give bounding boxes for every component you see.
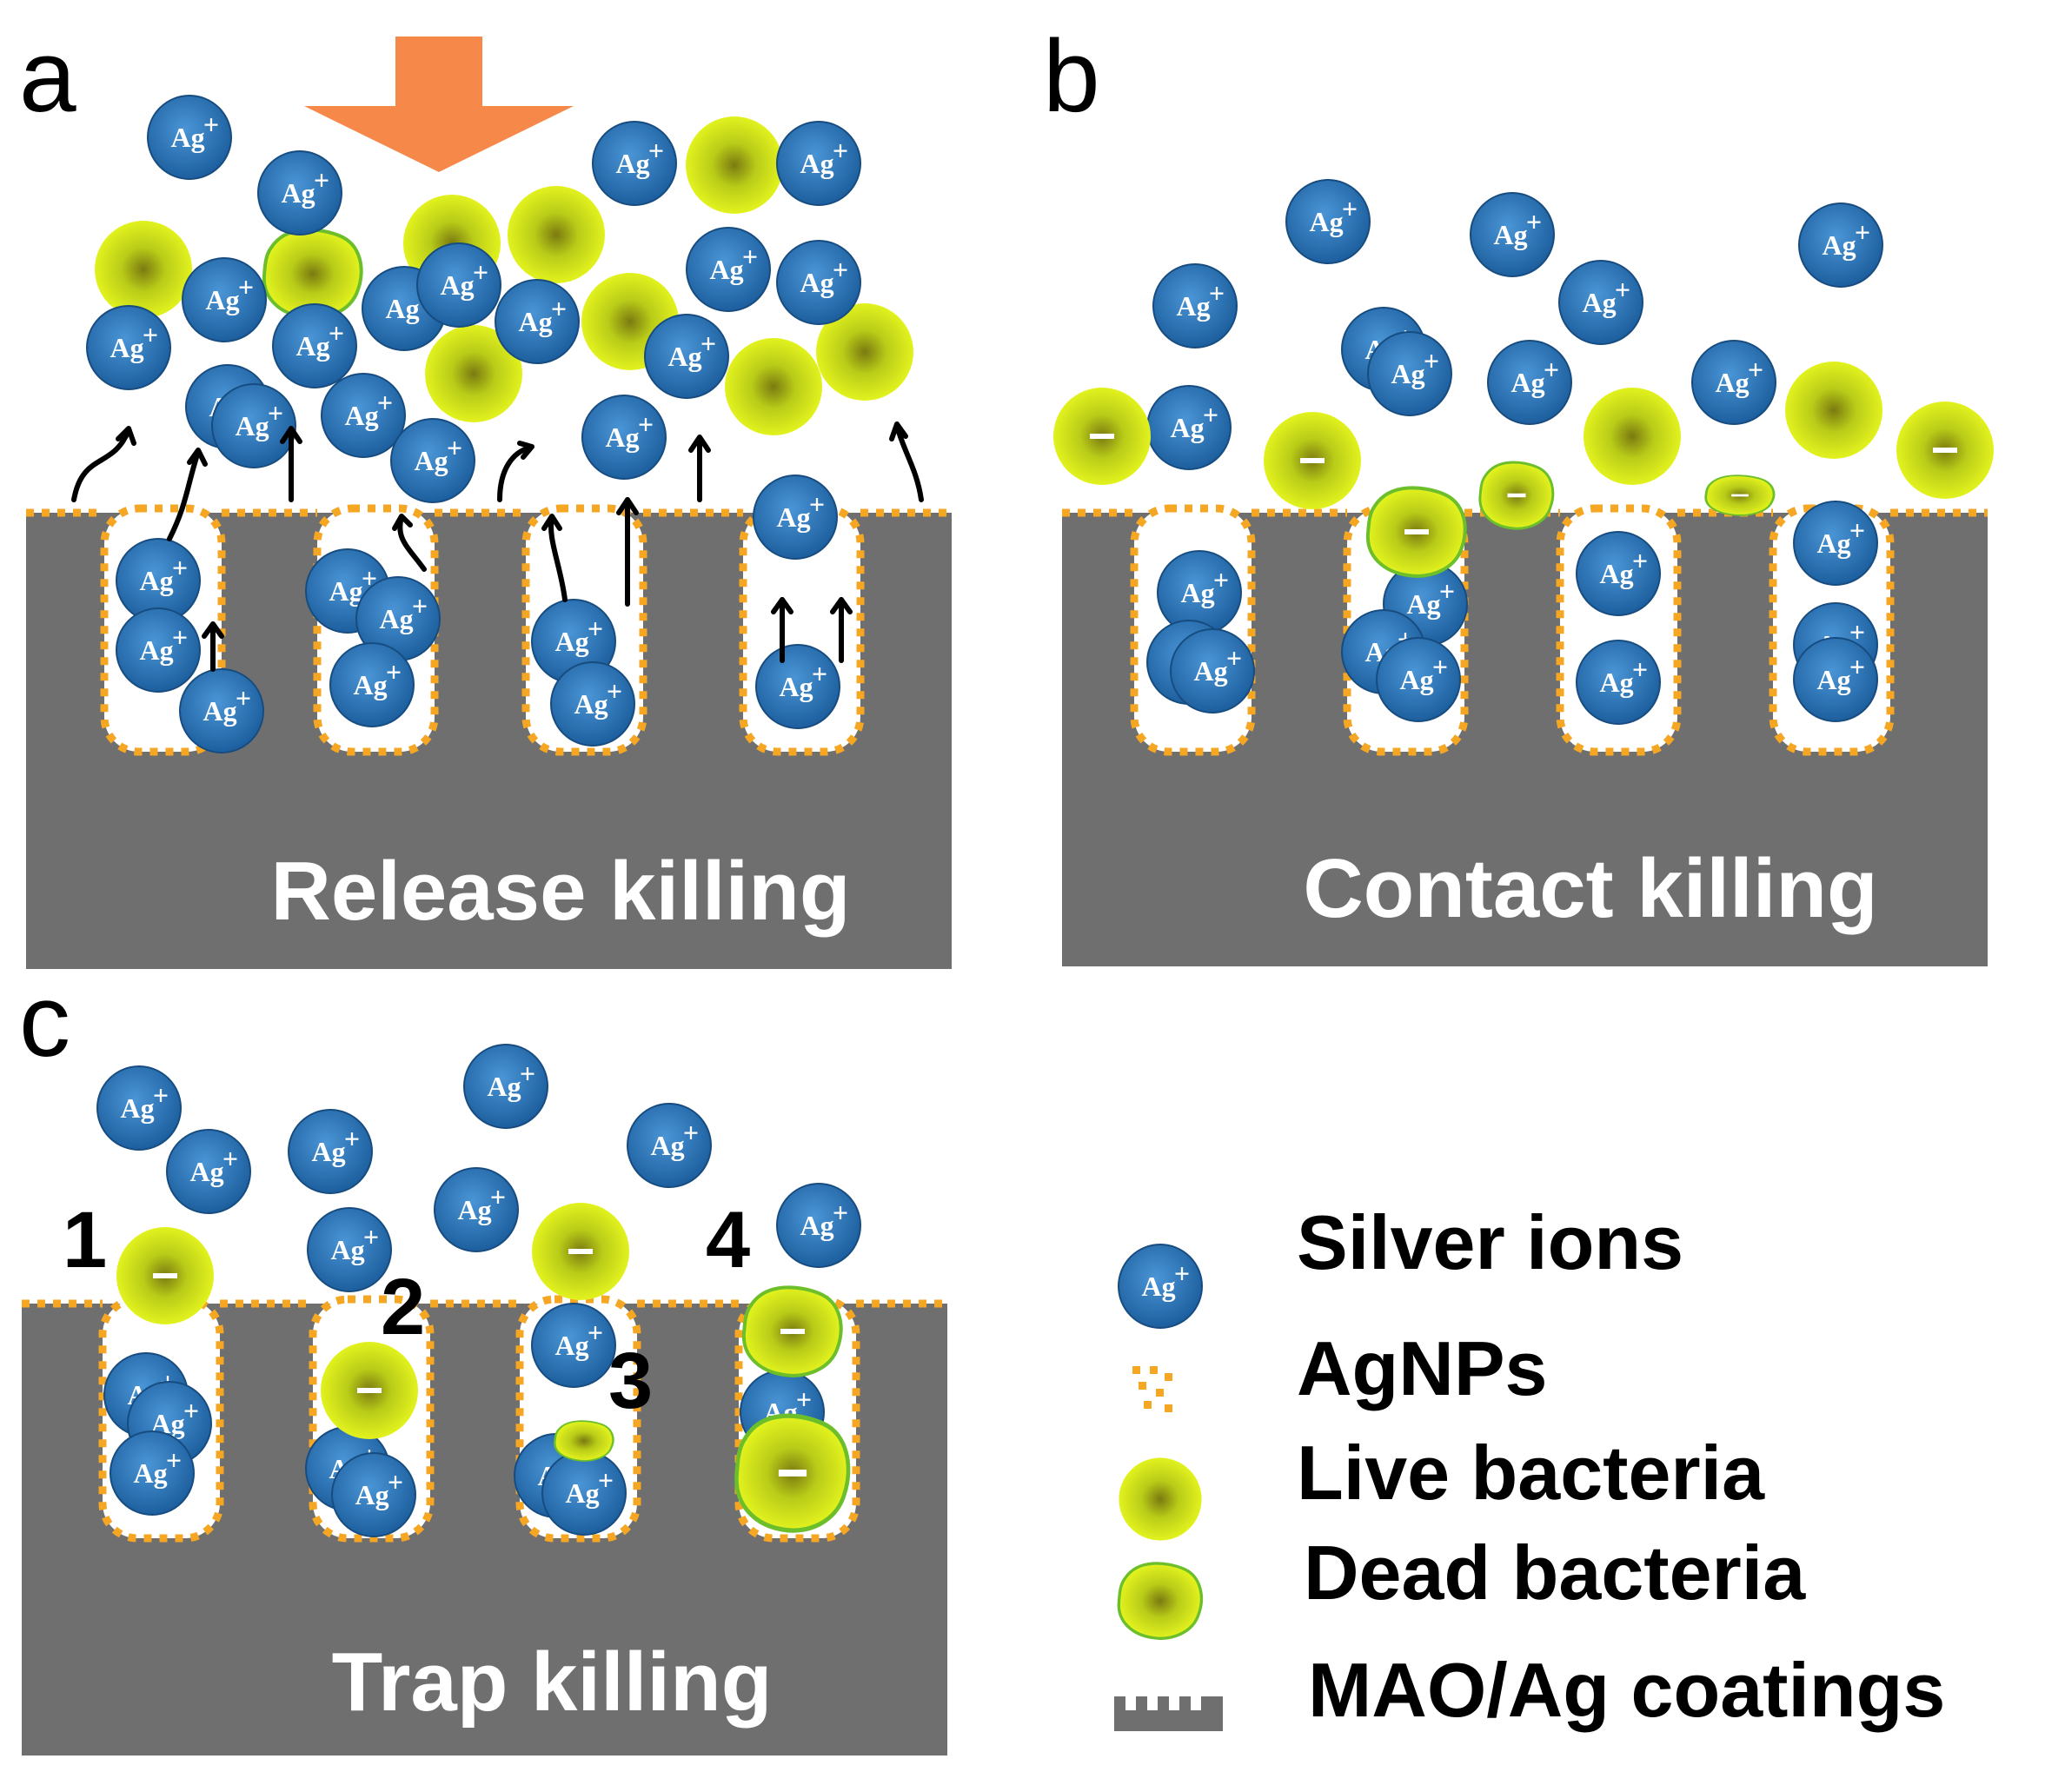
panel-b: b bbox=[1043, 19, 1994, 966]
step-2-label: 2 bbox=[381, 1263, 425, 1351]
legend-live-bacteria: Live bacteria bbox=[1297, 1430, 1765, 1516]
caption-release-killing: Release killing bbox=[271, 845, 851, 938]
legend-silver-ions: Silver ions bbox=[1297, 1199, 1683, 1285]
panel-a-letter: a bbox=[19, 19, 76, 134]
legend-agnps-icon bbox=[1132, 1366, 1172, 1412]
panel-b-letter: b bbox=[1043, 19, 1100, 134]
legend-dead-bacteria: Dead bacteria bbox=[1304, 1530, 1806, 1616]
step-3-label: 3 bbox=[608, 1337, 653, 1425]
panel-a: a bbox=[19, 19, 952, 969]
caption-trap-killing: Trap killing bbox=[332, 1636, 773, 1729]
step-4-label: 4 bbox=[706, 1196, 750, 1284]
panel-c: c bbox=[19, 964, 947, 1755]
legend-dead-bacteria-icon bbox=[1117, 1562, 1204, 1640]
legend-coatings-icon bbox=[1114, 1696, 1223, 1731]
panel-c-letter: c bbox=[19, 964, 70, 1079]
legend-silver-ion-icon bbox=[1118, 1244, 1203, 1329]
legend-coatings: MAO/Ag coatings bbox=[1308, 1647, 1945, 1733]
caption-contact-killing: Contact killing bbox=[1303, 842, 1877, 935]
legend-live-bacteria-icon bbox=[1119, 1457, 1202, 1541]
incoming-arrow bbox=[304, 37, 574, 172]
legend-agnps: AgNPs bbox=[1297, 1325, 1548, 1411]
step-1-label: 1 bbox=[63, 1196, 107, 1284]
release-arrows bbox=[71, 421, 924, 672]
legend: Silver ions AgNPs Live bacteria Dead bac… bbox=[1114, 1199, 1945, 1733]
